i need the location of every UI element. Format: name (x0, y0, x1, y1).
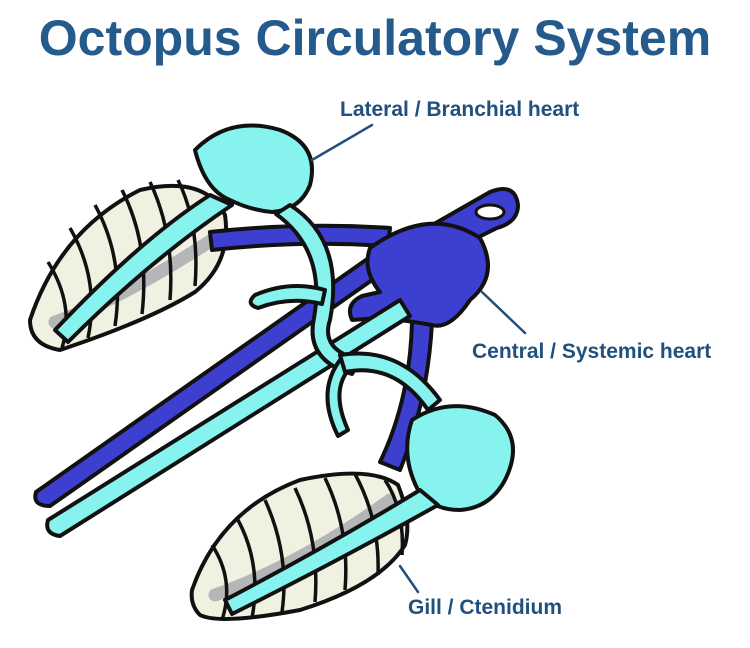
diagram-title: Octopus Circulatory System (39, 10, 711, 66)
gill-label: Gill / Ctenidium (408, 596, 562, 619)
gill-leader (398, 564, 420, 594)
lateral-heart-label: Lateral / Branchial heart (340, 98, 579, 121)
lateral-heart-leader (310, 123, 374, 162)
branchial-vessels (45, 123, 515, 616)
central-heart-label: Central / Systemic heart (472, 340, 711, 363)
central-heart-leader (480, 290, 527, 335)
lower-gill (189, 471, 410, 621)
